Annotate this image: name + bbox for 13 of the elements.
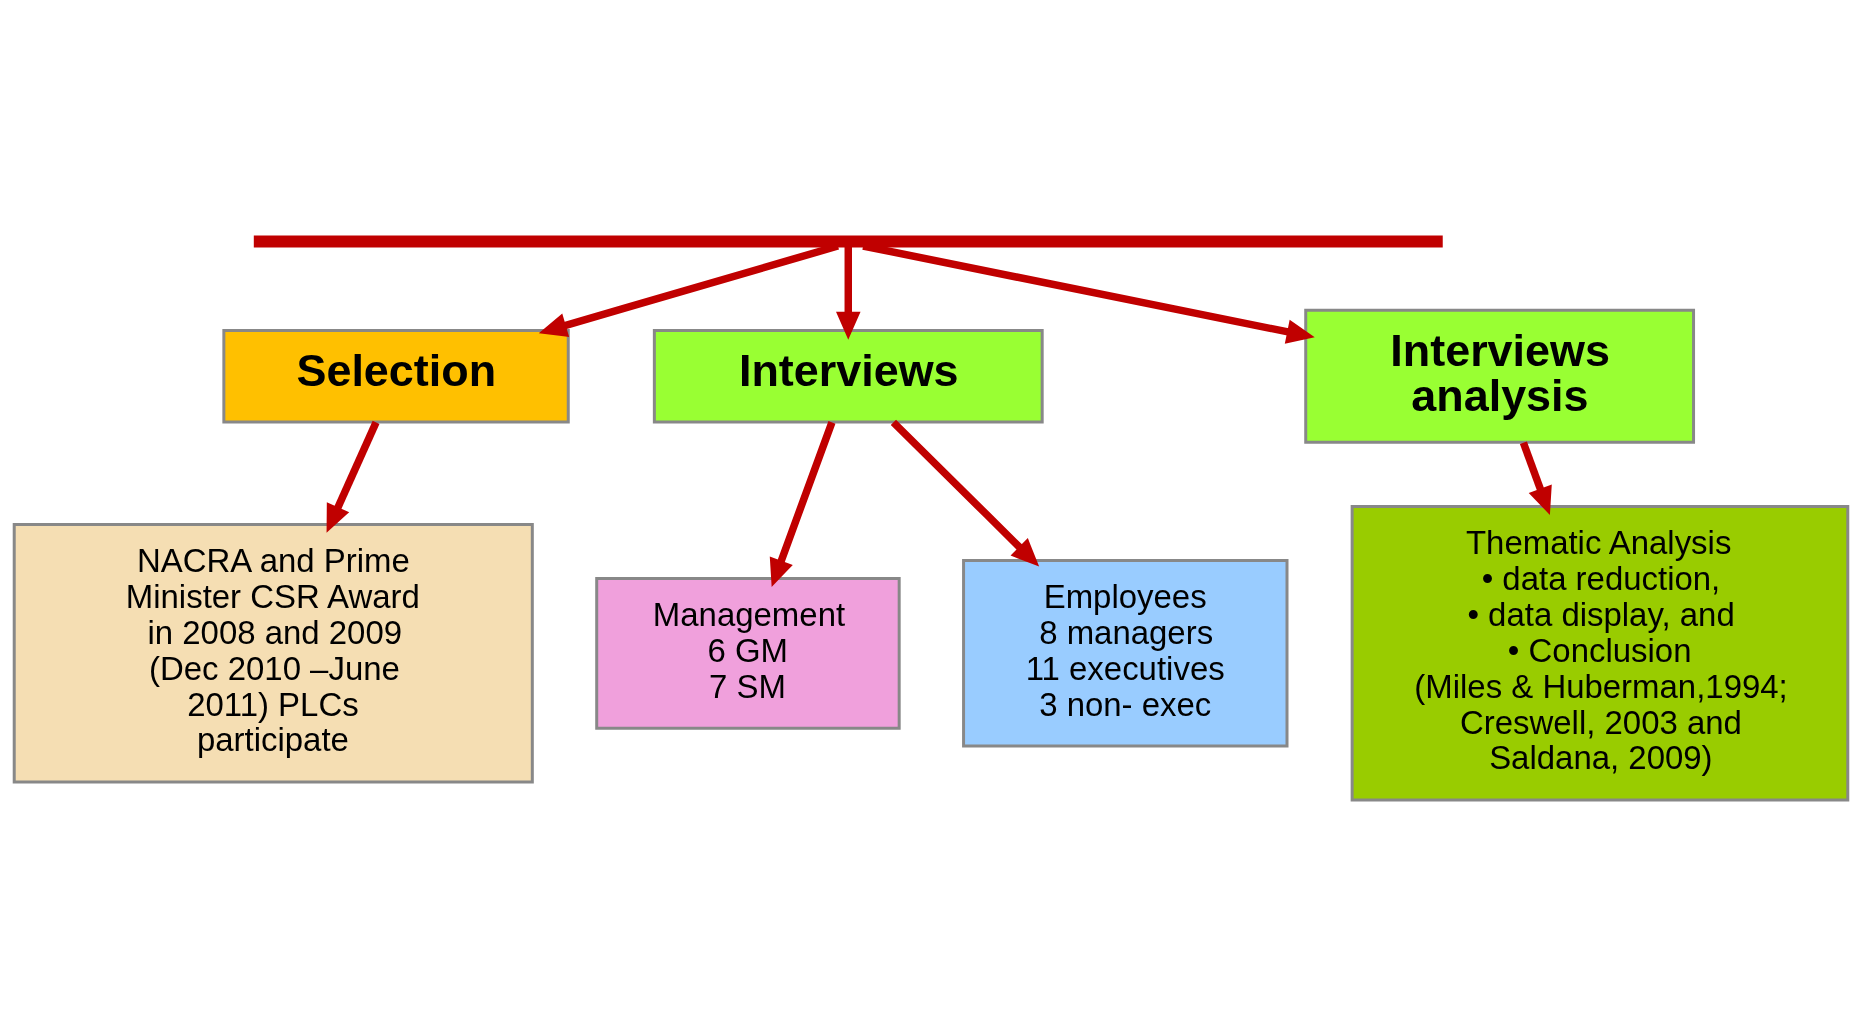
arrow	[890, 419, 1040, 567]
node-box: Selection	[222, 328, 570, 423]
arrow	[836, 245, 861, 340]
node-box: Interviews	[652, 328, 1044, 423]
node-box: Management 6 GM 7 SM	[595, 576, 901, 730]
node-box: NACRA and Prime Minister CSR Award in 2008 and 2009 (Dec 2010 –June 2011) PLCs participate	[12, 522, 534, 784]
arrow	[326, 420, 380, 533]
node-box: Thematic Analysis • data reduction, • data display, and • Conclusion (Miles & Huberman,1994; Creswell, 2003 and Saldana, 2009)	[1350, 504, 1850, 801]
node-box: Employees 8 managers 11 executives 3 non- exec	[962, 558, 1289, 748]
arrow	[769, 420, 836, 587]
arrow	[1519, 440, 1552, 515]
node-bar	[253, 235, 1443, 247]
node-box: Interviews analysis	[1304, 308, 1696, 444]
